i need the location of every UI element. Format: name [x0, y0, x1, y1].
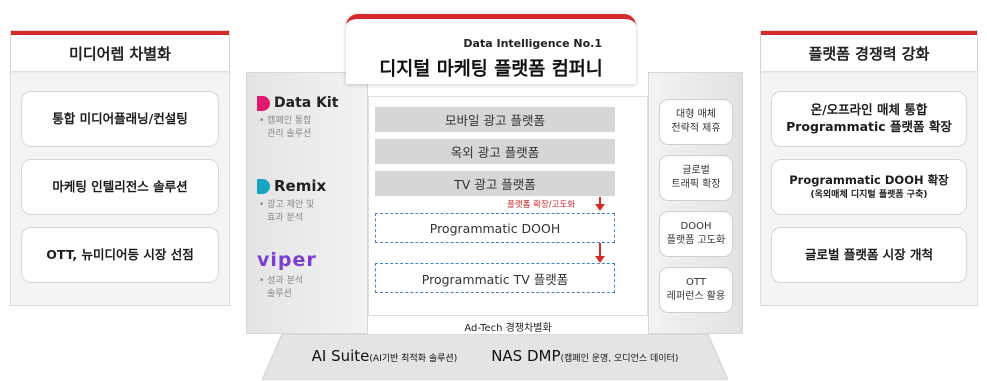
product-remix: Remix • 광고 제안 및 효과 분석: [257, 177, 367, 225]
expand-label: 플랫폼 확장/고도화: [507, 200, 576, 210]
viper-desc-1: • 성과 분석: [259, 276, 304, 286]
center-title: 디지털 마케팅 플랫폼 컴퍼니: [379, 59, 603, 80]
left-item-1: 통합 미디어플래닝/컨설팅: [21, 91, 219, 147]
datakit-desc-2: 관리 솔루션: [267, 129, 312, 140]
feature-1-line1: 대형 매체: [676, 109, 716, 120]
product-datakit: Data Kit • 캠페인 통합 관리 솔루션: [257, 95, 367, 141]
nas-dmp-sub: (캠페인 운영, 오디언스 데이터): [560, 354, 679, 364]
datakit-name: Data Kit: [274, 95, 339, 111]
datakit-logo-icon: [257, 95, 270, 111]
ai-suite-main: AI Suite: [311, 347, 370, 365]
right-item-1-line2: Programmatic 플랫폼 확장: [786, 119, 952, 134]
right-item-1: 온/오프라인 매체 통합 Programmatic 플랫폼 확장: [771, 91, 967, 147]
right-panel: 플랫폼 경쟁력 강화 온/오프라인 매체 통합 Programmatic 플랫폼…: [760, 30, 978, 306]
feature-4-line1: OTT: [686, 277, 706, 288]
arrow-down-icon: [595, 197, 605, 211]
programmatic-tv-box: Programmatic TV 플랫폼: [375, 263, 615, 293]
datakit-desc-1: • 캠페인 통합: [259, 116, 312, 126]
center-subtitle: Data Intelligence No.1: [463, 37, 602, 50]
adtech-label: Ad-Tech 경쟁차별화: [464, 323, 552, 334]
feature-card-3: DOOH 플랫폼 고도화: [659, 211, 733, 257]
arrow-down-icon: [595, 243, 605, 263]
feature-3-line2: 플랫폼 고도화: [666, 235, 726, 246]
right-panel-title: 플랫폼 경쟁력 강화: [761, 31, 977, 71]
left-item-2: 마케팅 인텔리전스 솔루션: [21, 159, 219, 215]
right-item-3: 글로벌 플랫폼 시장 개척: [771, 227, 967, 283]
feature-2-line1: 글로벌: [682, 165, 710, 176]
feature-3-line1: DOOH: [680, 221, 712, 232]
nas-dmp-main: NAS DMP: [491, 347, 561, 365]
center-body: 모바일 광고 플랫폼 옥외 광고 플랫폼 TV 광고 플랫폼 플랫폼 확장/고도…: [368, 96, 648, 334]
right-item-2: Programmatic DOOH 확장 (옥외매체 디지털 플랫폼 구축): [771, 159, 967, 215]
programmatic-dooh-box: Programmatic DOOH: [375, 213, 615, 243]
viper-desc-2: 솔루션: [267, 289, 292, 300]
products-column: Data Kit • 캠페인 통합 관리 솔루션 Remix • 광고 제안 및…: [246, 72, 368, 334]
remix-logo-icon: [257, 178, 270, 194]
right-item-2-line1: Programmatic DOOH 확장: [789, 173, 949, 188]
base-platform: AI Suite(AI기반 최적화 솔루션) NAS DMP(캠페인 운영, 오…: [262, 334, 728, 380]
left-item-3: OTT, 뉴미디어등 시장 선점: [21, 227, 219, 283]
left-panel-title: 미디어렙 차별화: [11, 31, 229, 71]
feature-card-4: OTT 레퍼런스 활용: [659, 267, 733, 313]
remix-desc-2: 효과 분석: [267, 213, 303, 224]
viper-logo: viper: [257, 249, 317, 271]
center-header: Data Intelligence No.1 디지털 마케팅 플랫폼 컴퍼니: [346, 14, 636, 84]
remix-name: Remix: [274, 177, 327, 195]
feature-4-line2: 레퍼런스 활용: [666, 291, 726, 302]
right-item-2-sub: (옥외매체 디지털 플랫폼 구축): [810, 189, 928, 200]
remix-desc-1: • 광고 제안 및: [259, 200, 315, 210]
product-viper: viper • 성과 분석 솔루션: [257, 249, 367, 301]
platform-bar-mobile: 모바일 광고 플랫폼: [375, 107, 615, 132]
nas-dmp: NAS DMP(캠페인 운영, 오디언스 데이터): [491, 346, 678, 365]
feature-1-line2: 전략적 제휴: [671, 123, 721, 134]
feature-2-line2: 트래픽 확장: [671, 179, 721, 190]
platform-bar-outdoor: 옥외 광고 플랫폼: [375, 139, 615, 164]
ai-suite: AI Suite(AI기반 최적화 솔루션): [312, 346, 458, 365]
right-item-1-line1: 온/오프라인 매체 통합: [810, 102, 928, 118]
left-panel: 미디어렙 차별화 통합 미디어플래닝/컨설팅 마케팅 인텔리전스 솔루션 OTT…: [10, 30, 230, 306]
ai-suite-sub: (AI기반 최적화 솔루션): [369, 354, 458, 364]
platform-bar-tv: TV 광고 플랫폼: [375, 171, 615, 196]
base-trapezoid: [262, 334, 728, 380]
